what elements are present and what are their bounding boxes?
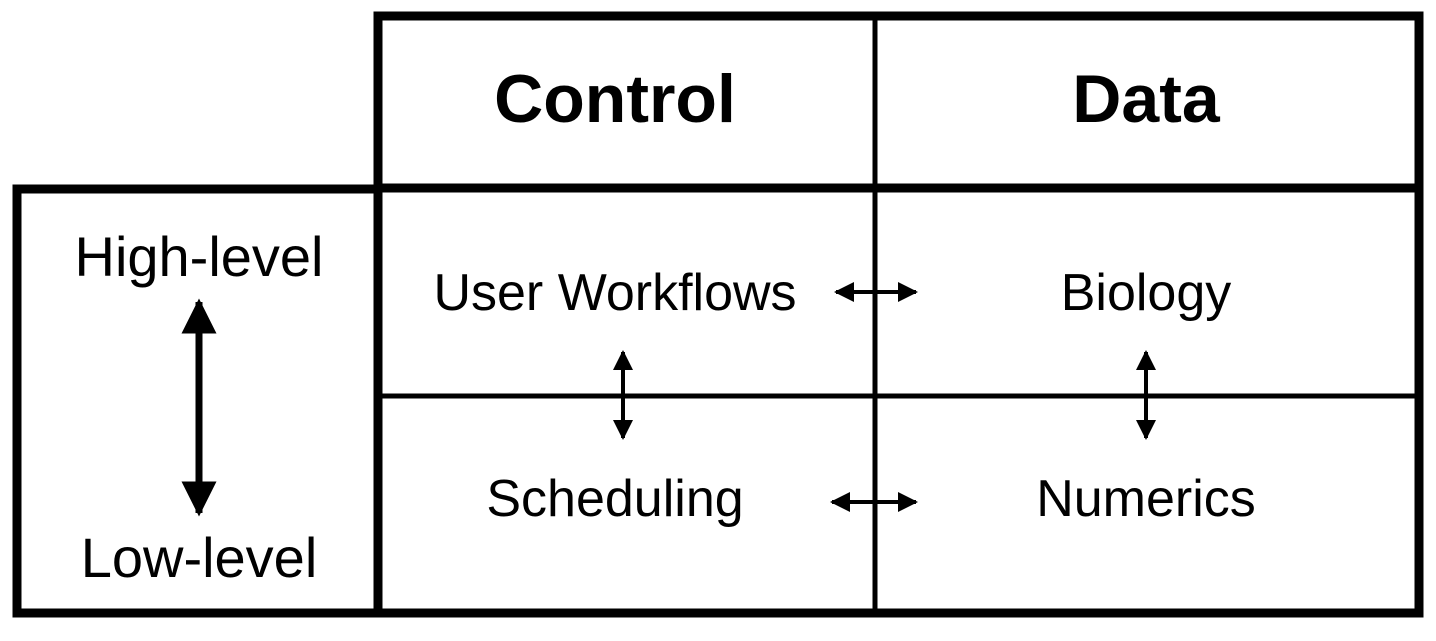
column-header-data: Data	[1072, 61, 1221, 137]
cell-biology: Biology	[1061, 264, 1232, 322]
level-label-high: High-level	[75, 225, 324, 288]
column-header-control: Control	[494, 61, 736, 137]
level-label-low: Low-level	[81, 526, 318, 589]
cell-numerics: Numerics	[1036, 470, 1256, 528]
cell-user-workflows: User Workflows	[433, 264, 796, 322]
cell-scheduling: Scheduling	[486, 470, 743, 528]
level-axis-box	[12, 184, 383, 618]
